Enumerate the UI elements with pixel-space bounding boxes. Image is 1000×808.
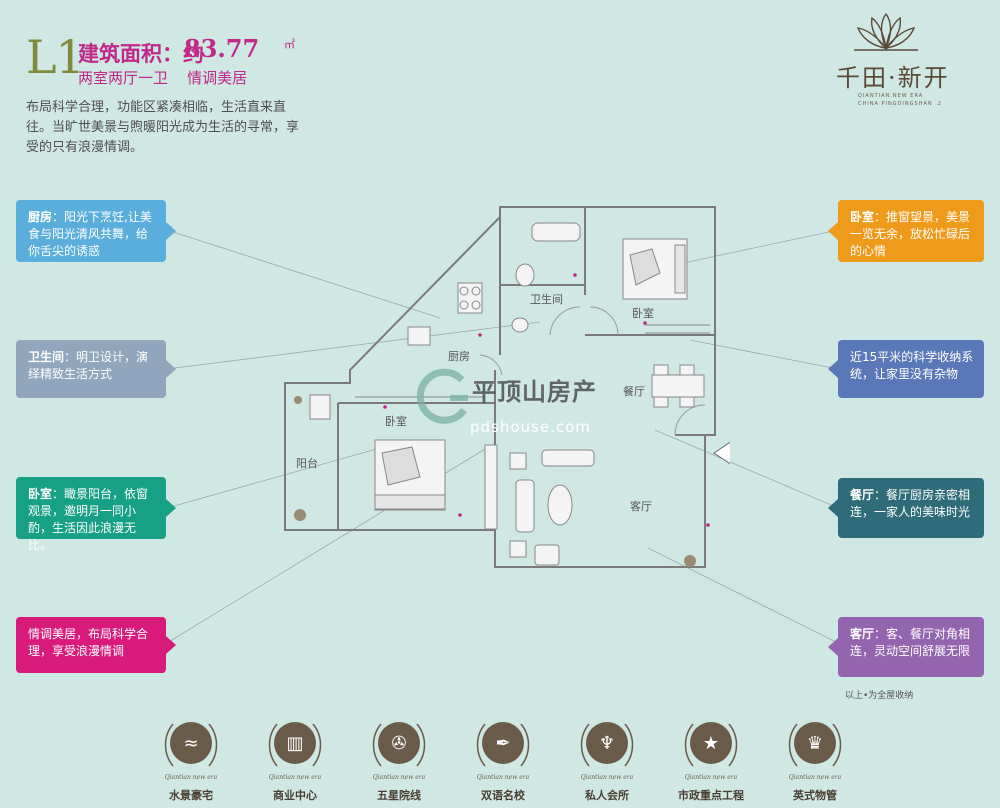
mall-icon: ▥ (274, 722, 316, 764)
callout-dining: 餐厅：餐厅厨房亲密相连，一家人的美味时光 (828, 478, 984, 538)
watermark-url: pdshouse.com (470, 418, 591, 436)
badge-item: ♆ Qiantian new era 私人会所 (562, 722, 652, 803)
badge-item: ▥ Qiantian new era 商业中心 (250, 722, 340, 803)
intro-text: 布局科学合理，功能区紧凑相临，生活直来直往。当旷世美景与煦暖阳光成为生活的寻常，… (26, 100, 300, 155)
badge-label: 水景豪宅 (169, 789, 213, 802)
callout-bedroom-balcony: 卧室：瞰景阳台，依窗观景，邀明月一同小酌，生活因此浪漫无比。 (16, 477, 176, 552)
callout-living-note: 情调美居，布局科学合理，享受浪漫情调 (16, 617, 176, 673)
crown-icon: ♛ (794, 722, 836, 764)
area-unit: ㎡ (284, 38, 295, 51)
callout-kitchen: 厨房：阳光下烹饪,让美食与阳光清风共舞，给你舌尖的诱惑 (16, 200, 176, 262)
subtitle: 两室两厅一卫 情调美居 (78, 69, 248, 87)
badge-script: Qiantian new era (788, 774, 842, 781)
callout-living: 客厅：客、餐厅对角相连，灵动空间舒展无限 (828, 617, 984, 677)
badge-script: Qiantian new era (684, 774, 738, 781)
star-icon: ★ (690, 722, 732, 764)
badge-label: 双语名校 (481, 789, 525, 802)
callout-bedroom-view: 卧室：推窗望景，美景一览无余，放松忙碌后的心情 (828, 200, 984, 262)
badge-script: Qiantian new era (476, 774, 530, 781)
laurel-wreath-icon (788, 723, 842, 767)
label-bedroom-top: 卧室 (632, 306, 654, 320)
pen-icon: ✒ (482, 722, 524, 764)
laurel-wreath-icon (268, 723, 322, 767)
badge-script: Qiantian new era (164, 774, 218, 781)
badge-label: 市政重点工程 (678, 789, 744, 802)
area-label: 建筑面积：约 (78, 41, 204, 66)
badge-item: ♛ Qiantian new era 英式物管 (770, 722, 860, 803)
laurel-wreath-icon (476, 723, 530, 767)
laurel-wreath-icon (372, 723, 426, 767)
callout-bathroom: 卫生间：明卫设计，演绎精致生活方式 (16, 340, 176, 398)
plan-code: L1 (26, 30, 85, 84)
laurel-wreath-icon (684, 723, 738, 767)
watermark-logo-icon (416, 368, 468, 424)
badge-item: ✒ Qiantian new era 双语名校 (458, 722, 548, 803)
logo-name: 千田·新开 (836, 64, 950, 92)
label-bathroom: 卫生间 (530, 292, 563, 306)
wine-glass-icon: ♆ (586, 722, 628, 764)
label-balcony: 阳台 (296, 456, 318, 470)
badge-item: ✇ Qiantian new era 五星院线 (354, 722, 444, 803)
badge-label: 英式物管 (793, 789, 837, 802)
lotus-logo-icon (854, 12, 918, 51)
wave-icon: ≈ (170, 722, 212, 764)
badge-label: 私人会所 (585, 789, 629, 802)
callout-storage: 近15平米的科学收纳系统，让家里没有杂物 (828, 340, 984, 398)
watermark-text: 平顶山房产 (472, 378, 597, 406)
badge-item: ≈ Qiantian new era 水景豪宅 (146, 722, 236, 803)
logo-en-text: QIANTIAN.NEW ERA CHINA PINGDINGSHAN .2 (858, 93, 942, 107)
badge-script: Qiantian new era (372, 774, 426, 781)
badge-label: 商业中心 (273, 789, 317, 802)
laurel-wreath-icon (164, 723, 218, 767)
area-value: 83.77 (184, 34, 260, 63)
film-reel-icon: ✇ (378, 722, 420, 764)
label-bedroom-left: 卧室 (385, 414, 407, 428)
label-living: 客厅 (630, 499, 652, 513)
badge-label: 五星院线 (377, 789, 421, 802)
laurel-wreath-icon (580, 723, 634, 767)
label-kitchen: 厨房 (448, 350, 470, 363)
badge-script: Qiantian new era (268, 774, 322, 781)
floor-plan: 卫生间 卧室 厨房 餐厅 卧室 阳台 客厅 入户 (284, 206, 730, 568)
badge-item: ★ Qiantian new era 市政重点工程 (666, 722, 756, 803)
label-dining: 餐厅 (623, 384, 645, 398)
badge-script: Qiantian new era (580, 774, 634, 781)
storage-note: 以上•为全屋收纳 (845, 691, 914, 701)
